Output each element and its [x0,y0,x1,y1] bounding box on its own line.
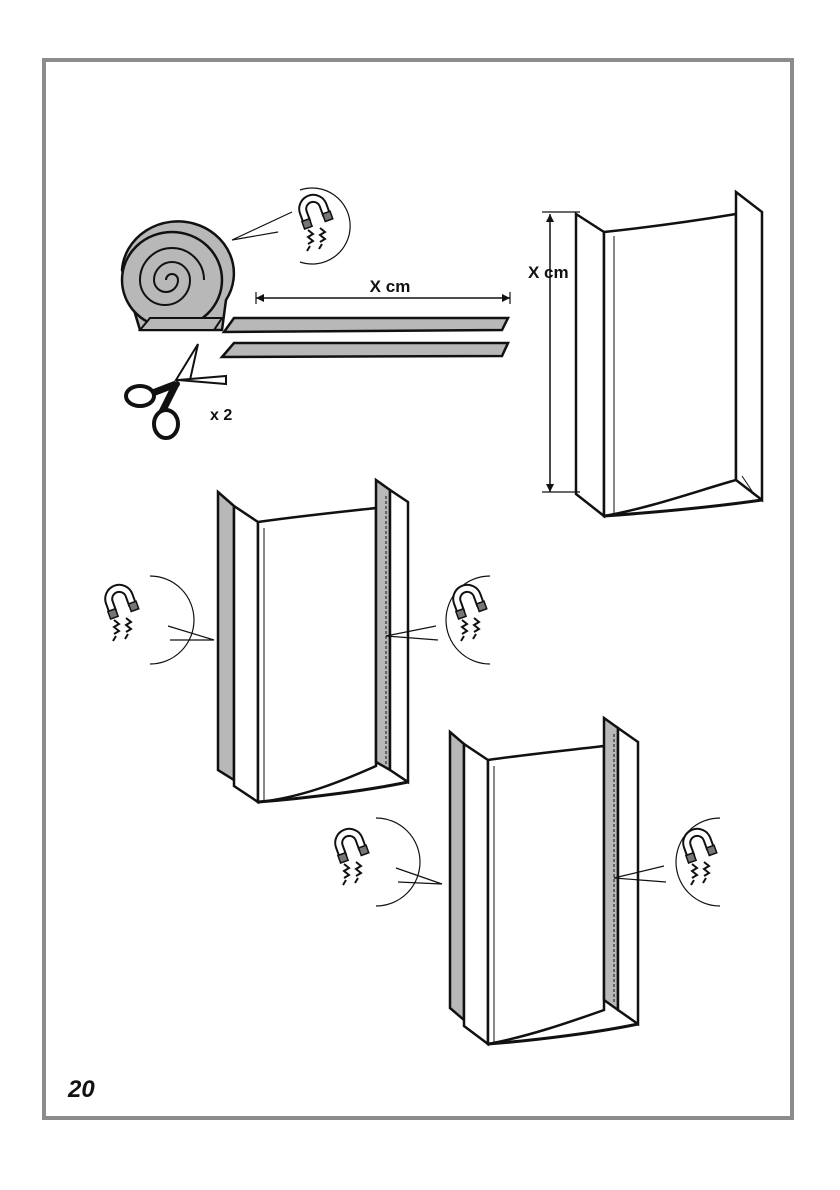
left-magnet-callout-1 [101,576,214,664]
page-number: 20 [68,1076,95,1104]
magnet-icon [449,581,487,641]
panel-with-tape-2 [450,718,638,1044]
quantity-label: x 2 [210,407,232,424]
panel-height-label: X cm [528,263,569,282]
magnetic-strips [222,318,508,357]
panel-height-dimension [542,212,580,492]
roll-magnet-callout [232,188,350,264]
panel-measured [576,192,762,516]
magnet-icon [331,825,369,885]
magnet-icon [295,191,333,251]
panel-with-tape-1 [218,480,408,802]
magnet-icon [679,825,717,885]
magnet-icon [101,581,139,641]
left-magnet-callout-2 [331,818,442,906]
magnetic-tape-roll [122,221,234,330]
strip-length-label: X cm [370,277,411,296]
